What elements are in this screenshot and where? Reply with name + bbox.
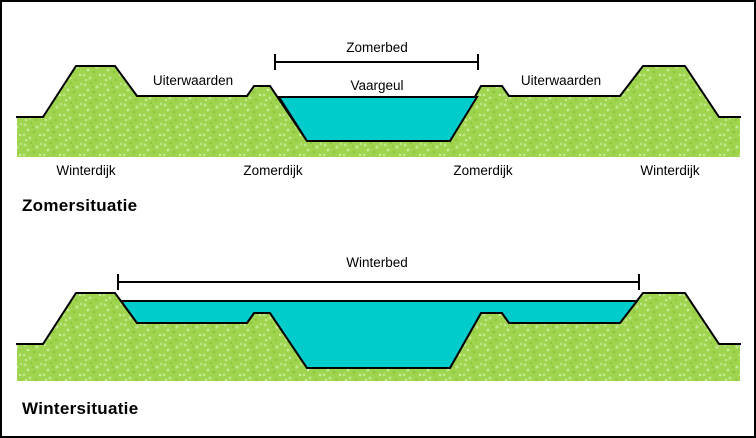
- winter-water-winterbed: [119, 300, 640, 369]
- zomerdijk-label-right: Zomerdijk: [453, 163, 513, 178]
- zomerdijk-label-left: Zomerdijk: [243, 163, 303, 178]
- zomerbed-dimension: Zomerbed: [274, 40, 479, 70]
- winterdijk-label-right: Winterdijk: [640, 163, 700, 178]
- summer-terrain-body: [17, 66, 740, 157]
- summer-title: Zomersituatie: [22, 196, 137, 215]
- winterbed-label: Winterbed: [346, 255, 408, 270]
- winter-terrain-body: [17, 293, 740, 381]
- vaargeul-label: Vaargeul: [350, 78, 403, 93]
- uiterwaarden-label-left: Uiterwaarden: [153, 73, 233, 88]
- winter-diagram: Winterbed Wintersituatie: [16, 255, 741, 418]
- summer-diagram: Zomerbed Vaargeul Uiterwaarden Uiterwaar…: [16, 40, 741, 215]
- winterdijk-label-left: Winterdijk: [56, 163, 116, 178]
- zomerbed-label: Zomerbed: [346, 40, 408, 55]
- winter-title: Wintersituatie: [22, 399, 138, 418]
- summer-water-vaargeul: [277, 96, 479, 142]
- winterbed-dimension: Winterbed: [117, 255, 640, 290]
- uiterwaarden-label-right: Uiterwaarden: [521, 73, 601, 88]
